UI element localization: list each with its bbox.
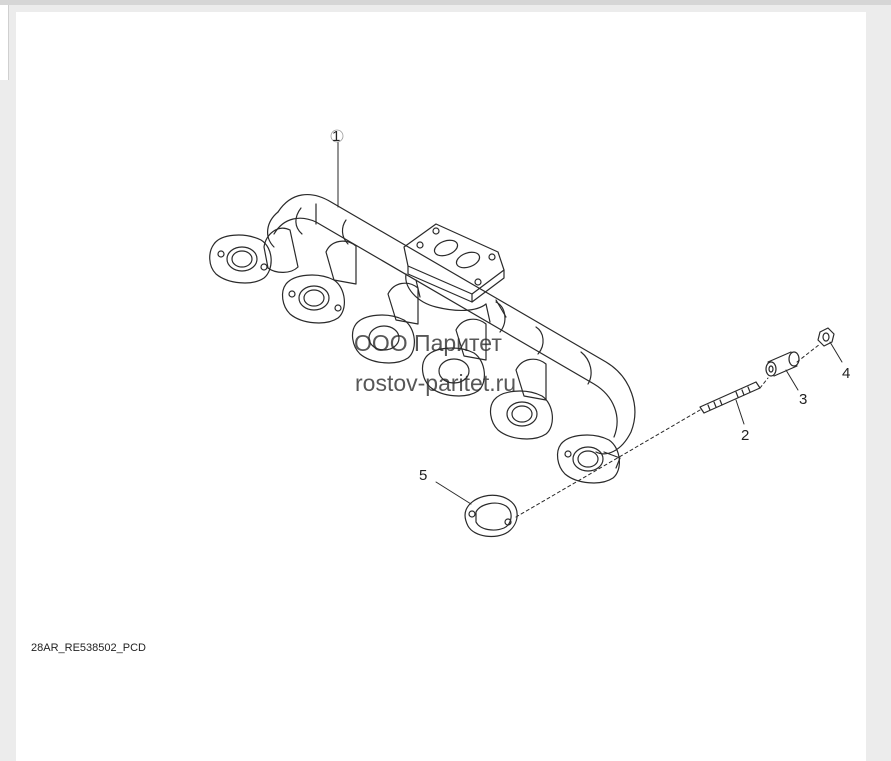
callout-5: 5 [419, 467, 427, 484]
side-strip [0, 5, 9, 80]
port-flange-1 [209, 227, 299, 284]
nut [817, 327, 835, 347]
gasket [464, 494, 518, 538]
drawing-code: 28AR_RE538502_PCD [31, 642, 146, 654]
leader-lines [337, 141, 843, 505]
callout-1: 1 [332, 128, 340, 145]
turbo-flange [403, 223, 507, 323]
spacer [765, 351, 800, 377]
exhaust-manifold [267, 194, 636, 455]
port-flange-4 [421, 318, 487, 397]
callout-4: 4 [842, 365, 850, 382]
stud [699, 381, 761, 414]
watermark-site: rostov-paritet.ru [355, 370, 517, 396]
callout-labels: 1 2 3 4 5 [330, 128, 850, 484]
callout-1-circle [330, 129, 344, 143]
diagram-panel: 1 2 3 4 5 ООО Паритет rostov-paritet.ru … [16, 12, 866, 761]
port-flange-2 [281, 240, 357, 324]
watermark-company: ООО Паритет [354, 330, 502, 356]
port-flange-3 [351, 282, 419, 364]
port-flange-5 [489, 358, 553, 440]
port-flange-6 [556, 434, 621, 484]
callout-2: 2 [741, 427, 749, 444]
top-bar [0, 0, 891, 5]
assembly-lines [515, 343, 821, 518]
parts-diagram: 1 2 3 4 5 [209, 128, 850, 538]
callout-3: 3 [799, 391, 807, 408]
